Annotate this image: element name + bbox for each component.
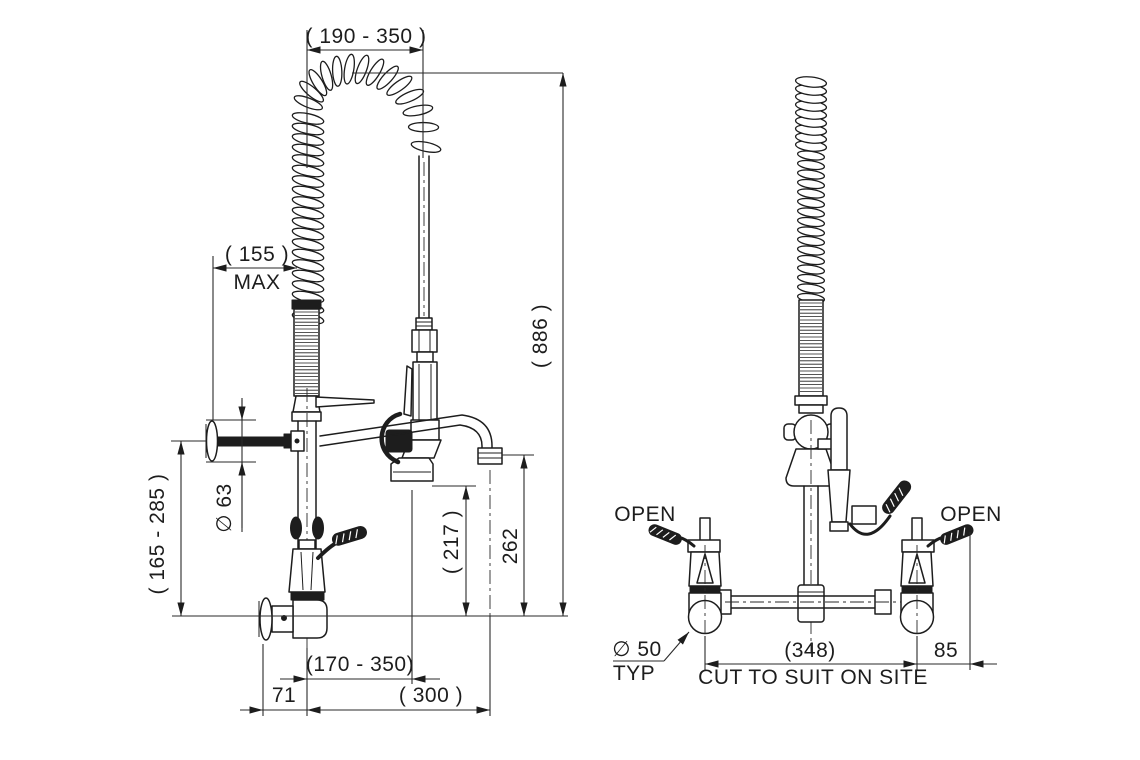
wall-support: [205, 420, 305, 462]
elbow-flange: [259, 597, 273, 641]
dim-flange-diameter: ∅ 63: [213, 483, 236, 533]
swing-spout: [319, 414, 503, 465]
spray-head-bell: [390, 457, 434, 482]
wall-elbow: [258, 597, 328, 641]
label-elbow-diameter: ∅ 50: [612, 638, 662, 661]
inlet-valve-right: [899, 517, 974, 640]
spring-hose-coil-front: [794, 76, 828, 304]
spray-gun-front: [817, 407, 912, 536]
dim-wall-clearance-note: MAX: [233, 271, 280, 294]
support-arm: [315, 396, 375, 408]
dim-inlet-centres: (348): [784, 639, 836, 662]
trigger-lever: [403, 365, 413, 417]
dim-handle-offset: 85: [934, 639, 958, 662]
dim-hose-arch-reach: ( 190 - 350 ): [306, 25, 427, 48]
front-view-dimensions: OPEN OPEN ∅ 50 TYP (348) CUT TO SUIT ON …: [612, 503, 1002, 689]
dim-spout-reach: ( 300 ): [399, 684, 463, 707]
dim-inlet-centres-note: CUT TO SUIT ON SITE: [698, 666, 928, 689]
open-lever-right: [940, 524, 974, 545]
inlet-valve-left: [648, 517, 723, 640]
hose-collar: [415, 317, 433, 331]
dim-overall-height: ( 886 ): [529, 304, 552, 368]
dim-wall-clearance: ( 155 ): [225, 243, 289, 266]
open-lever-left: [648, 524, 682, 545]
gun-handle: [882, 480, 912, 514]
label-open-left: OPEN: [614, 503, 676, 526]
dim-spout-outlet-height: 262: [499, 528, 522, 565]
dim-spray-head-height: ( 217 ): [440, 510, 463, 574]
side-view-part: [205, 53, 503, 648]
trigger-front: [848, 514, 892, 536]
dim-spray-head-reach: (170 - 350): [306, 653, 414, 676]
dim-wall-offset: 71: [272, 684, 296, 707]
hose-ferrule: [291, 299, 322, 310]
front-view-part: [648, 76, 974, 652]
riser-ribbed-section: [293, 308, 320, 397]
spring-hose-coil: [291, 53, 442, 325]
lever-handle: [331, 525, 367, 546]
support-rod: [213, 436, 293, 447]
side-view-dimensions: ( 190 - 350 ) ( 886 ) ( 155 ) MAX ∅ 63 (…: [146, 25, 568, 716]
riser-base: [797, 584, 825, 623]
hose-ribbed-section-front: [798, 299, 824, 397]
aerator: [477, 447, 503, 465]
label-open-right: OPEN: [940, 503, 1002, 526]
hose-hex-nut: [411, 329, 438, 353]
mixer-valve: [288, 525, 367, 601]
label-elbow-diameter-note: TYP: [613, 662, 655, 685]
dim-bracket-height-range: ( 165 - 285 ): [146, 474, 169, 595]
wall-flange: [205, 420, 219, 462]
gun-grip: [830, 407, 848, 471]
